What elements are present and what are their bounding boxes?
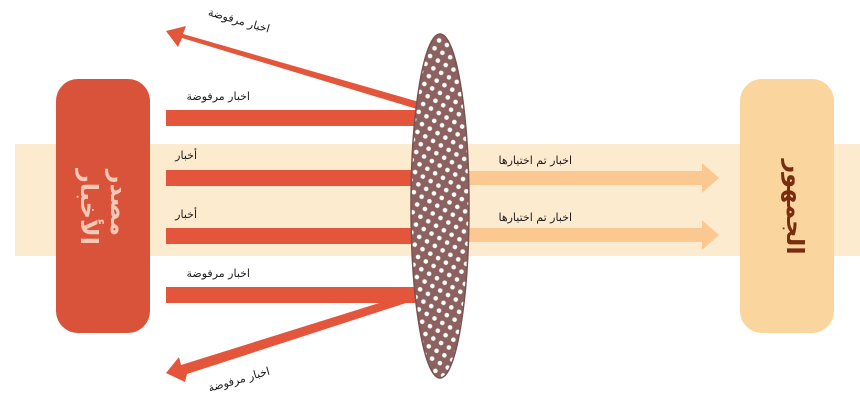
label-selected-1: اخبار تم اختيارها — [498, 154, 572, 167]
label-rejected-bottom-diagonal: اخبار مرفوضة — [207, 365, 272, 395]
audience-label: الجمهور — [781, 158, 809, 254]
gatekeeper-filter — [411, 34, 469, 378]
label-news-1: أخبار — [174, 148, 197, 162]
label-rejected-1: اخبار مرفوضة — [187, 90, 250, 103]
news-arrow-rejected-1 — [166, 101, 440, 135]
news-source-label-line1: مصدر — [105, 169, 133, 236]
label-rejected-2: اخبار مرفوضة — [187, 267, 250, 280]
label-news-2: أخبار — [174, 207, 197, 221]
news-source-label-line2: الأخبار — [75, 168, 104, 245]
news-arrow-rejected-2 — [166, 278, 440, 312]
label-selected-2: اخبار تم اختيارها — [498, 211, 572, 224]
label-rejected-top-diagonal: اخبار مرفوضة — [207, 6, 272, 36]
